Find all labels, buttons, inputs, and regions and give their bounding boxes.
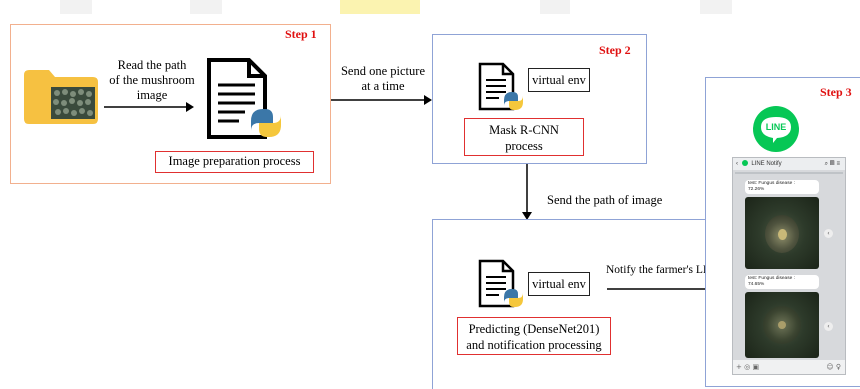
folder-icon — [24, 70, 98, 124]
background-decor — [340, 0, 420, 14]
image-preparation-process: Image preparation process — [155, 151, 314, 173]
mask-rcnn-process: Mask R-CNN process — [464, 118, 584, 156]
step3-label: Step 3 — [820, 85, 852, 99]
virtual-env-box: virtual env — [528, 272, 590, 296]
step2-label: Step 2 — [599, 43, 631, 57]
mushroom-photo — [745, 197, 819, 269]
header-menu-icon: ⌕▤≡ — [824, 161, 842, 167]
mic-icon[interactable]: ☺ ♀ — [826, 363, 841, 371]
send-one-picture-text: Send one picture at a time — [340, 64, 425, 93]
send-path-text: Send the path of image — [547, 193, 663, 207]
back-icon: ‹ — [736, 161, 738, 167]
step1-label: Step 1 — [285, 27, 317, 41]
step4-box — [432, 219, 722, 389]
notification-message: test: Fungus disease : 74.65% — [745, 275, 819, 289]
predicting-process: Predicting (DenseNet201) and notificatio… — [457, 317, 611, 355]
arrow-step2-to-step4 — [522, 164, 532, 220]
image-icon[interactable]: ▣ — [752, 363, 760, 371]
notify-line-text: Notify the farmer's LINE — [606, 264, 723, 276]
add-icon[interactable]: + — [736, 363, 742, 371]
arrow-read-path — [104, 102, 194, 112]
virtual-env-box: virtual env — [528, 68, 590, 92]
arrow-step4-to-line — [607, 284, 718, 294]
line-logo-icon — [753, 106, 799, 152]
arrow-step1-to-step2 — [331, 95, 432, 105]
chat-header: ‹ LINE Notify ⌕▤≡ — [733, 158, 845, 170]
chat-input-bar[interactable]: + ◎ ▣ ☺ ♀ — [733, 360, 845, 374]
share-icon[interactable]: ‹ — [824, 322, 833, 331]
background-decor — [190, 0, 222, 14]
background-decor — [540, 0, 570, 14]
line-logo-text: LINE — [765, 122, 787, 132]
line-chat-screenshot: ‹ LINE Notify ⌕▤≡ test: Fungus disease :… — [732, 157, 846, 375]
python-file-icon — [207, 58, 281, 139]
share-icon[interactable]: ‹ — [824, 229, 833, 238]
chat-title: LINE Notify — [751, 161, 782, 167]
python-file-icon — [478, 259, 523, 308]
line-notify-avatar — [741, 160, 748, 167]
camera-icon[interactable]: ◎ — [744, 363, 751, 371]
background-decor — [60, 0, 92, 14]
background-decor — [700, 0, 732, 14]
notification-message: test: Fungus disease : 72.26% — [745, 180, 819, 194]
read-path-text: Read the path of the mushroom image — [109, 58, 195, 102]
python-file-icon — [478, 62, 523, 111]
divider — [735, 172, 843, 174]
mushroom-photo — [745, 292, 819, 358]
